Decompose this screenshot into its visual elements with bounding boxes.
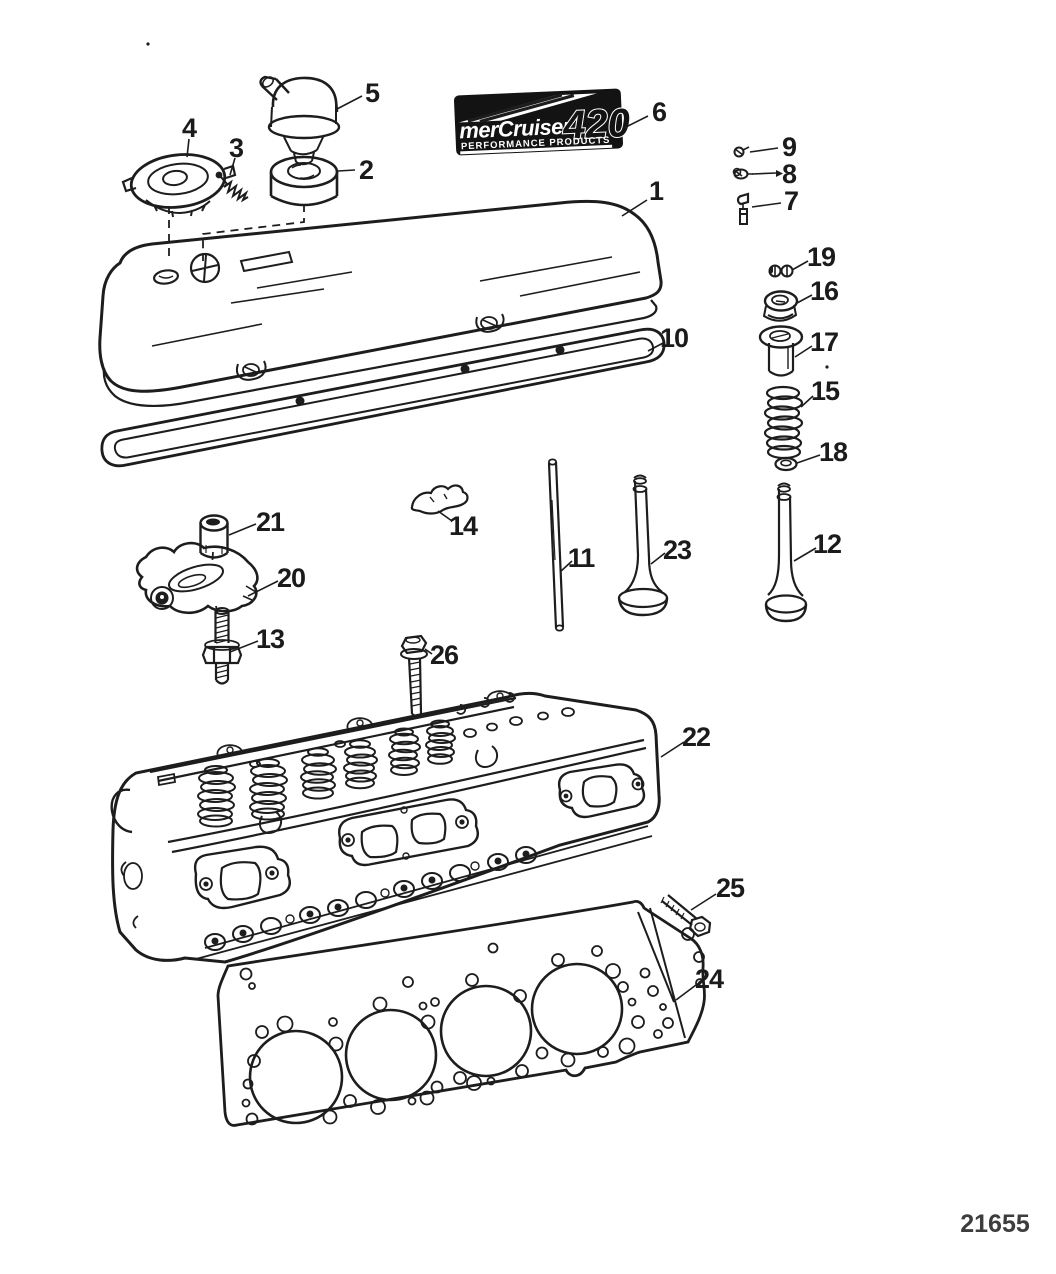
callout-2: 2 bbox=[359, 155, 373, 185]
callout-12: 12 bbox=[813, 529, 841, 559]
badge-brand-text: merCruiser bbox=[459, 114, 573, 144]
callout-4: 4 bbox=[182, 113, 197, 143]
part-head-bolt-long bbox=[400, 634, 428, 718]
callout-labels: 1 2 3 4 5 6 7 8 9 10 11 12 13 14 15 16 1… bbox=[182, 78, 849, 994]
callout-7: 7 bbox=[784, 186, 798, 216]
part-exhaust-valve bbox=[764, 482, 808, 623]
part-valve-cover bbox=[98, 199, 663, 408]
callout-21: 21 bbox=[256, 507, 285, 537]
mercruiser-badge: merCruiser 420 PERFORMANCE PRODUCTS bbox=[453, 88, 632, 156]
assembly-dashed-lines bbox=[168, 204, 305, 617]
callout-5: 5 bbox=[365, 78, 380, 108]
callout-9: 9 bbox=[782, 132, 797, 162]
callout-17: 17 bbox=[810, 327, 838, 357]
part-head-gasket bbox=[216, 899, 706, 1127]
bolt-boss-row bbox=[204, 846, 537, 951]
part-head-bolt-short bbox=[660, 894, 712, 938]
callout-1: 1 bbox=[649, 176, 664, 206]
part-intake-valve bbox=[617, 474, 669, 617]
callout-13: 13 bbox=[256, 624, 285, 654]
exhaust-flange-center bbox=[338, 798, 479, 867]
leader-arrowhead bbox=[776, 170, 783, 177]
callout-23: 23 bbox=[663, 535, 692, 565]
exhaust-flange-right bbox=[557, 763, 646, 819]
callout-10: 10 bbox=[660, 323, 688, 353]
part-valve-keepers bbox=[768, 264, 794, 278]
badge-model-text: 420 bbox=[561, 101, 631, 148]
callout-26: 26 bbox=[430, 640, 459, 670]
exhaust-flange-left bbox=[193, 845, 291, 910]
part-cylinder-head bbox=[110, 690, 661, 964]
part-pivot-ball-nut bbox=[199, 514, 229, 559]
part-spring-small bbox=[215, 171, 249, 203]
part-cover-gasket bbox=[100, 327, 666, 468]
print-speck bbox=[146, 42, 150, 46]
badge-background bbox=[453, 88, 624, 156]
part-screw-small bbox=[733, 146, 750, 158]
part-valve-seal-cup bbox=[758, 325, 804, 377]
badge-underline-bar bbox=[460, 144, 613, 155]
part-spring-retainer bbox=[762, 290, 799, 322]
callout-14: 14 bbox=[449, 511, 478, 541]
callout-24: 24 bbox=[695, 964, 724, 994]
callout-15: 15 bbox=[811, 376, 840, 406]
callout-20: 20 bbox=[277, 563, 305, 593]
callout-6: 6 bbox=[652, 97, 667, 127]
print-speck bbox=[825, 365, 829, 369]
part-retainer-clip bbox=[410, 484, 469, 515]
callout-19: 19 bbox=[807, 242, 836, 272]
part-rocker-stud bbox=[201, 607, 243, 685]
part-oil-fill-cap bbox=[121, 153, 237, 218]
installed-valve-springs bbox=[197, 719, 456, 828]
deck-holes bbox=[249, 692, 575, 768]
callout-22: 22 bbox=[682, 722, 710, 752]
callout-16: 16 bbox=[810, 276, 839, 306]
callout-11: 11 bbox=[568, 543, 596, 573]
part-valve-spring bbox=[763, 385, 804, 460]
gasket-bolt-holes bbox=[239, 927, 705, 1126]
part-screw-washer bbox=[732, 167, 753, 180]
leader-lines bbox=[186, 95, 821, 1001]
drawing-number: 21655 bbox=[960, 1210, 1030, 1238]
part-pin-spacer bbox=[736, 192, 750, 225]
part-washer bbox=[774, 456, 798, 472]
callout-25: 25 bbox=[716, 873, 745, 903]
part-breather-cap bbox=[259, 75, 341, 166]
part-push-rod bbox=[547, 458, 565, 632]
callout-8: 8 bbox=[782, 159, 797, 189]
callout-3: 3 bbox=[229, 133, 244, 163]
callout-18: 18 bbox=[819, 437, 848, 467]
part-rocker-arm bbox=[135, 541, 259, 615]
